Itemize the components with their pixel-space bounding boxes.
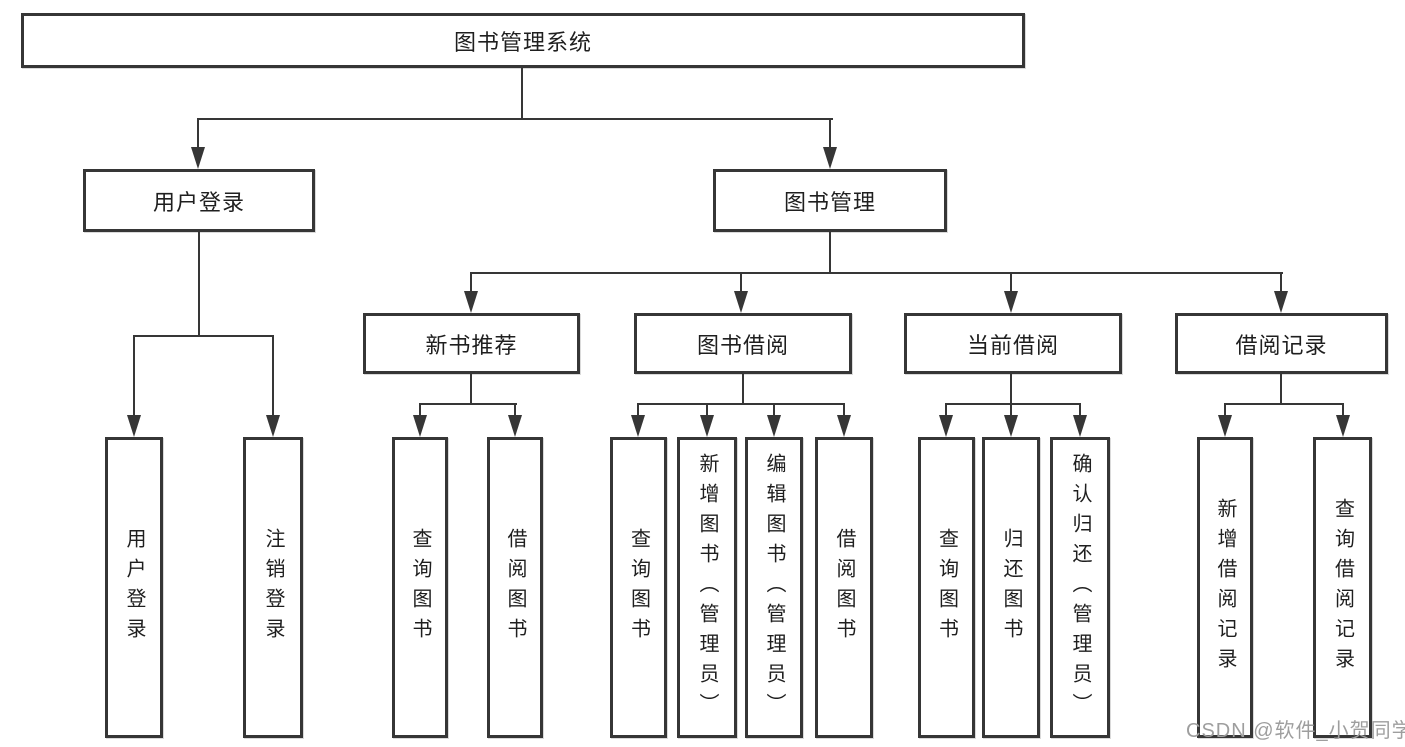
leaf-query-books-current: 查询图书 (918, 437, 975, 738)
node-label: 确认归还（管理员） (1069, 452, 1091, 723)
connector-line (945, 403, 1081, 405)
arrowhead-icon (1218, 415, 1232, 437)
node-label: 图书管理 (783, 189, 876, 215)
node-label: 借阅记录 (1235, 332, 1328, 358)
node-book-management: 图书管理 (713, 169, 947, 232)
connector-line (514, 403, 516, 417)
arrowhead-icon (1336, 415, 1350, 437)
connector-line (470, 272, 1283, 274)
arrowhead-icon (837, 415, 851, 437)
leaf-borrow-books: 借阅图书 (815, 437, 873, 738)
leaf-query-borrow-record: 查询借阅记录 (1313, 437, 1372, 738)
leaf-confirm-return-admin: 确认归还（管理员） (1050, 437, 1110, 738)
connector-line (637, 403, 639, 417)
leaf-logout: 注销登录 (243, 437, 303, 738)
connector-line (843, 403, 845, 417)
connector-line (1224, 403, 1344, 405)
leaf-user-login: 用户登录 (105, 437, 163, 738)
connector-line (1079, 403, 1081, 417)
connector-line (133, 335, 135, 416)
leaf-borrow-books-recommend: 借阅图书 (487, 437, 543, 738)
node-label: 新书推荐 (425, 332, 518, 358)
connector-line (1280, 374, 1282, 405)
connector-line (198, 232, 200, 336)
node-label: 归还图书 (1000, 527, 1022, 648)
node-label: 查询借阅记录 (1331, 497, 1354, 678)
node-borrow-record: 借阅记录 (1175, 313, 1388, 374)
connector-line (637, 403, 845, 405)
connector-line (773, 403, 775, 417)
arrowhead-icon (631, 415, 645, 437)
connector-line (419, 403, 517, 405)
connector-line (133, 335, 274, 337)
node-label: 查询图书 (627, 527, 650, 648)
arrowhead-icon (823, 147, 837, 169)
arrowhead-icon (939, 415, 953, 437)
connector-line (1224, 403, 1226, 417)
node-label: 注销登录 (262, 527, 284, 648)
node-label: 编辑图书（管理员） (763, 452, 785, 723)
arrowhead-icon (1004, 291, 1018, 313)
leaf-add-borrow-record: 新增借阅记录 (1197, 437, 1253, 738)
node-label: 当前借阅 (966, 332, 1059, 358)
connector-line (829, 118, 831, 149)
arrowhead-icon (700, 415, 714, 437)
connector-line (197, 118, 199, 149)
leaf-edit-books-admin: 编辑图书（管理员） (745, 437, 803, 738)
arrowhead-icon (266, 415, 280, 437)
node-label: 用户登录 (152, 189, 245, 215)
node-new-book-recommend: 新书推荐 (363, 313, 580, 374)
node-user-login: 用户登录 (83, 169, 315, 232)
node-label: 用户登录 (123, 527, 145, 648)
connector-line (1010, 403, 1012, 417)
connector-line (740, 272, 742, 293)
arrowhead-icon (1004, 415, 1018, 437)
leaf-query-books-borrow: 查询图书 (610, 437, 667, 738)
connector-line (1342, 403, 1344, 417)
arrowhead-icon (1274, 291, 1288, 313)
node-book-borrow: 图书借阅 (634, 313, 852, 374)
arrowhead-icon (191, 147, 205, 169)
node-label: 图书借阅 (696, 332, 789, 358)
arrowhead-icon (734, 291, 748, 313)
connector-line (706, 403, 708, 417)
connector-line (197, 118, 833, 120)
arrowhead-icon (464, 291, 478, 313)
connector-line (419, 403, 421, 417)
node-current-borrow: 当前借阅 (904, 313, 1122, 374)
node-label: 借阅图书 (833, 527, 855, 648)
node-root-system: 图书管理系统 (21, 13, 1025, 68)
arrowhead-icon (508, 415, 522, 437)
connector-line (945, 403, 947, 417)
connector-line (742, 374, 744, 405)
connector-line (470, 272, 472, 293)
arrowhead-icon (413, 415, 427, 437)
connector-line (829, 232, 831, 274)
connector-line (1010, 374, 1012, 405)
arrowhead-icon (127, 415, 141, 437)
leaf-add-books-admin: 新增图书（管理员） (677, 437, 737, 738)
connector-line (1280, 272, 1282, 293)
node-label: 查询图书 (409, 527, 431, 648)
leaf-query-books-recommend: 查询图书 (392, 437, 448, 738)
arrowhead-icon (1073, 415, 1087, 437)
csdn-watermark: CSDN @软件_小贺同学 (1186, 720, 1405, 742)
node-label: 新增借阅记录 (1214, 497, 1236, 678)
node-label: 借阅图书 (504, 527, 526, 648)
connector-line (470, 374, 472, 405)
connector-line (521, 68, 523, 119)
connector-line (272, 335, 274, 416)
node-label: 查询图书 (935, 527, 958, 648)
connector-line (1010, 272, 1012, 293)
arrowhead-icon (767, 415, 781, 437)
node-label: 图书管理系统 (453, 29, 592, 55)
node-label: 新增图书（管理员） (696, 452, 718, 723)
leaf-return-books: 归还图书 (982, 437, 1040, 738)
